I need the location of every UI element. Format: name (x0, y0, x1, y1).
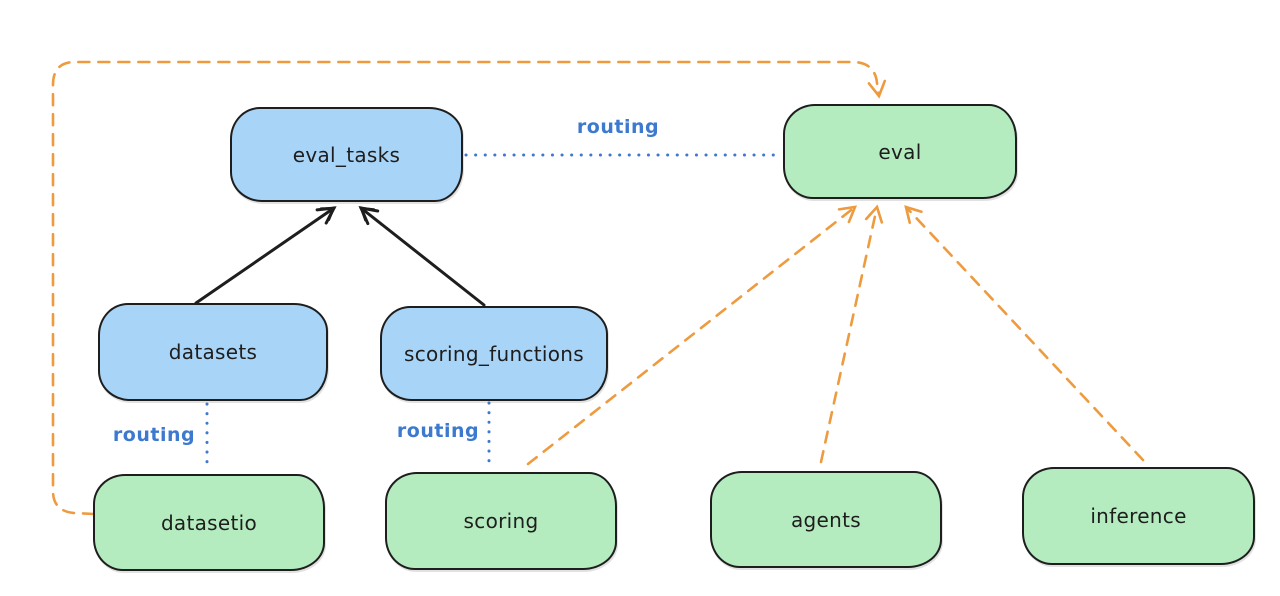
node-scoring: scoring (385, 472, 617, 570)
edge-label-routing-datasetio: routing (112, 424, 196, 446)
edge-label-routing-scoring: routing (396, 420, 480, 442)
edge-datasetio-to-eval (51, 60, 887, 516)
node-inference: inference (1022, 467, 1255, 565)
node-datasetio: datasetio (93, 474, 325, 571)
edge-scoring_functions-to-eval_tasks (358, 206, 486, 307)
node-eval-tasks: eval_tasks (230, 107, 463, 202)
node-eval: eval (783, 104, 1017, 199)
node-datasets: datasets (98, 303, 328, 401)
node-scoring-functions: scoring_functions (380, 306, 608, 401)
edge-label-routing-eval: routing (576, 116, 660, 138)
node-agents: agents (710, 471, 942, 568)
edge-agents-to-eval (819, 204, 884, 464)
edge-datasets-to-eval_tasks (194, 206, 337, 305)
edge-inference-to-eval (904, 205, 1145, 462)
edge-scoring-to-eval (526, 205, 858, 466)
